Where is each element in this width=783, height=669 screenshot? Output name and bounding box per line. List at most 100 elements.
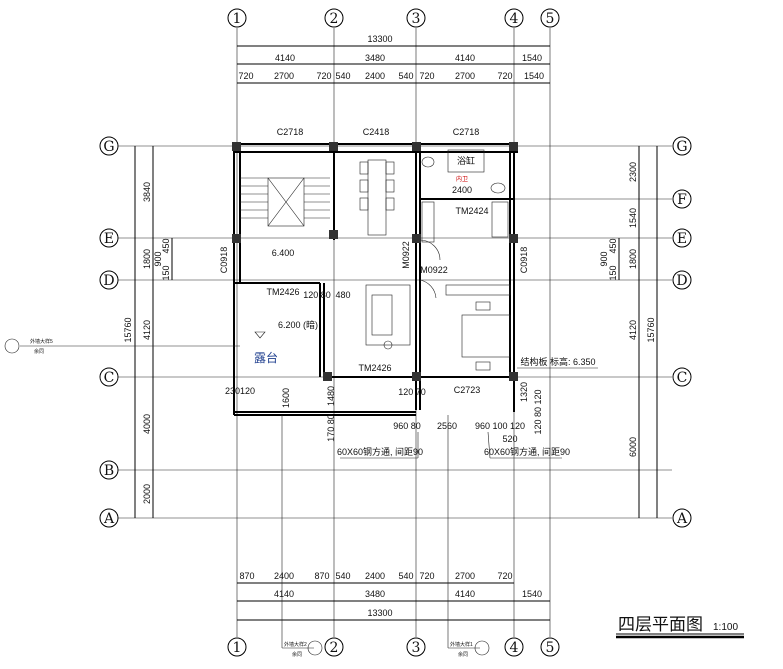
dim-bottom-detail: 870 (239, 571, 254, 581)
dim-right-bay: 2300 (628, 162, 638, 182)
dim-top-bay: 4140 (455, 53, 475, 63)
sofa-set (365, 284, 411, 350)
dim-right-bay: 4120 (628, 320, 638, 340)
dim-top-total: 13300 (367, 34, 392, 44)
top-dimensions (237, 45, 550, 84)
top-dimension-text: 13300 4140 3480 4140 1540 720 2700 720 5… (238, 34, 544, 81)
axis-E-left: E (104, 231, 114, 247)
dimension-text: 480 (335, 290, 350, 300)
drawing-title-text: 四层平面图 (618, 615, 703, 635)
drawing-scale: 1:100 (713, 622, 738, 633)
dimension-text: 1600 (281, 388, 291, 408)
dim-left-total: 15760 (123, 317, 133, 342)
dimension-text: 960 100 120 (475, 421, 525, 431)
dim-top-detail: 540 (335, 71, 350, 81)
dim-top-bay: 1540 (522, 53, 542, 63)
right-dimensions (618, 146, 658, 518)
bathroom-label: 内卫 (456, 175, 468, 183)
detail-ref-text: 外墙大样2 (284, 641, 307, 648)
dim-left-bay: 4000 (142, 414, 152, 434)
bathtub-label: 浴缸 (457, 155, 475, 166)
dimension-text: 120 80 120 (533, 389, 543, 434)
dim-top-detail: 720 (316, 71, 331, 81)
detail-reference-left: 外墙大样5 余同 (4, 338, 240, 355)
terrace-label: 露台 (254, 350, 278, 365)
axis-A-right: A (676, 511, 688, 527)
axis-1-bottom: 1 (233, 640, 242, 656)
window-label: C0918 (219, 247, 229, 274)
axis-2-top: 2 (330, 11, 339, 27)
axis-G-left: G (103, 139, 114, 155)
dim-left-detail: 150 (161, 265, 171, 280)
axis-4-top: 4 (510, 11, 519, 27)
door-label: TM2426 (266, 287, 299, 297)
column-axis-markers: 1 2 3 4 5 1 2 3 4 5 (227, 8, 560, 657)
dim-bottom-detail: 870 (314, 571, 329, 581)
dim-right-detail: 450 (608, 238, 618, 253)
dimension-text: 230120 (225, 386, 255, 396)
dim-right-detail: 150 (608, 265, 618, 280)
dim-top-detail: 720 (419, 71, 434, 81)
slab-level-note: 结构板 标高: 6.350 (520, 356, 595, 367)
axis-A-left: A (103, 511, 115, 527)
detail-ref-sub: 余同 (458, 651, 468, 658)
dim-top-bay: 4140 (275, 53, 295, 63)
dim-top-detail: 1540 (524, 71, 544, 81)
dim-bottom-detail: 2400 (274, 571, 294, 581)
dimension-text: 1320 (519, 382, 529, 402)
room-labels: C2718 C2418 C2718 浴缸 内卫 2400 TM2424 M092… (219, 127, 598, 459)
dimension-text: 1480 (326, 386, 336, 406)
bed (445, 284, 511, 371)
detail-ref-sub: 余同 (34, 348, 44, 355)
dim-bottom-detail: 540 (335, 571, 350, 581)
floor-level: 6.400 (272, 248, 295, 258)
dim-bottom-detail: 2700 (455, 571, 475, 581)
dimension-text: 960 80 (393, 421, 421, 431)
left-dimensions (134, 146, 173, 518)
dim-top-detail: 720 (238, 71, 253, 81)
dimension-text: 520 (502, 434, 517, 444)
dim-top-detail: 2700 (274, 71, 294, 81)
dim-bottom-detail: 720 (497, 571, 512, 581)
dim-bottom-bay: 4140 (274, 589, 294, 599)
axis-D-right: D (676, 273, 687, 289)
dim-right-bay: 6000 (628, 437, 638, 457)
dim-bottom-total: 13300 (367, 608, 392, 618)
bottom-dimension-text: 870 2400 870 540 2400 540 720 2700 720 4… (239, 571, 542, 618)
dim-bottom-detail: 540 (398, 571, 413, 581)
dim-right-detail: 900 (599, 251, 609, 266)
window-label: C0918 (519, 247, 529, 274)
door-label: TM2424 (455, 206, 488, 216)
dim-bottom-bay: 3480 (365, 589, 385, 599)
columns (232, 142, 518, 381)
door-label: TM2426 (358, 363, 391, 373)
axis-G-right: G (676, 139, 687, 155)
axis-5-top: 5 (546, 11, 555, 27)
right-dimension-text: 2300 1540 1800 4120 6000 15760 450 900 1… (599, 162, 656, 457)
dim-bottom-detail: 2400 (365, 571, 385, 581)
level-marker-icon (254, 331, 266, 339)
dim-top-bay: 3480 (365, 53, 385, 63)
dimension-text: 170 80 (326, 414, 336, 442)
left-dimension-text: 15760 3840 1800 4120 4000 2000 450 900 1… (123, 182, 171, 504)
dim-top-detail: 540 (398, 71, 413, 81)
bathroom-fixtures (421, 149, 509, 243)
detail-reference-2: 外墙大样2 余同 (281, 415, 323, 658)
window-label: C2418 (363, 127, 390, 137)
axis-3-top: 3 (412, 11, 421, 27)
walls (233, 143, 518, 416)
dim-left-detail: 900 (153, 251, 163, 266)
axis-C-right: C (677, 370, 688, 386)
bath-dimension: 2400 (452, 185, 472, 195)
drawing-title: 四层平面图 1:100 (616, 615, 744, 639)
axis-3-bottom: 3 (412, 640, 421, 656)
doors (419, 239, 441, 299)
dim-top-detail: 2400 (365, 71, 385, 81)
axis-5-bottom: 5 (546, 640, 555, 656)
detail-ref-text: 外墙大样1 (450, 641, 473, 648)
dim-right-bay: 1540 (628, 208, 638, 228)
row-axis-markers: G E D C B A G F E D C A (99, 136, 692, 528)
axis-1-top: 1 (233, 11, 242, 27)
